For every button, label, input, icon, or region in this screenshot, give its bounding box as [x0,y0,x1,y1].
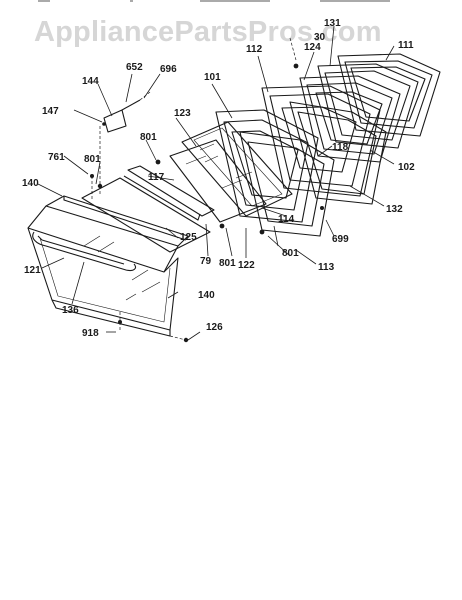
part-label: 761 [48,152,65,163]
part-label: 102 [398,162,415,173]
part-121-handle [32,231,137,272]
part-label: 118 [332,142,349,153]
part-label: 114 [278,214,295,225]
leader-lines [37,25,395,341]
part-label: 125 [180,232,197,243]
part-label: 113 [318,262,335,273]
screw-801 [259,229,265,235]
part-101-window-frame [215,109,319,223]
part-label: 801 [282,248,299,259]
part-144-hinge [103,99,141,133]
screw-801 [219,223,225,229]
part-label: 801 [84,154,101,165]
screw-801 [155,159,161,165]
part-102-liner [289,101,387,205]
watermark-text: AppliancePartsPros.com [34,16,382,48]
part-125-glass [81,177,211,253]
screw-699 [320,206,324,210]
part-label: 126 [206,322,223,333]
screw-761 [90,174,94,178]
screw-147 [102,122,106,126]
part-label: 652 [126,62,143,73]
part-label: 699 [332,234,349,245]
part-label: 117 [148,172,165,183]
part-label: 123 [174,108,191,119]
part-label: 122 [238,260,255,271]
part-111-rear-frame [337,53,441,137]
part-label: 112 [246,44,263,55]
part-label: 696 [160,64,177,75]
part-label: 79 [200,256,212,267]
part-label: 30 [314,32,326,43]
part-131-gasket [317,63,419,149]
part-label: 101 [204,72,221,83]
part-label: 918 [82,328,99,339]
screw-126 [183,337,189,343]
part-labels: 652 696 144 147 761 801 801 801 801 140 … [22,18,415,339]
part-112-inner-panel [261,85,381,197]
part-114-trim-frame [239,131,335,237]
part-label: 147 [42,106,59,117]
part-label: 140 [22,178,39,189]
part-79-shield [123,165,215,221]
part-label: 121 [24,265,41,276]
part-label: 111 [398,40,414,51]
part-label: 801 [219,258,236,269]
screw-30 [293,63,299,69]
part-label: 144 [82,76,99,87]
part-124-glass-pack [299,75,401,163]
part-label: 140 [198,290,215,301]
part-label: 801 [140,132,157,143]
screw-801 [97,183,103,189]
part-140-door-front [27,195,189,337]
screw-918 [118,320,122,324]
part-label: 131 [324,18,341,29]
part-label: 132 [386,204,403,215]
part-label: 136 [62,305,79,316]
part-117-glass [169,139,267,223]
part-label: 124 [304,42,321,53]
fasteners [90,63,324,343]
